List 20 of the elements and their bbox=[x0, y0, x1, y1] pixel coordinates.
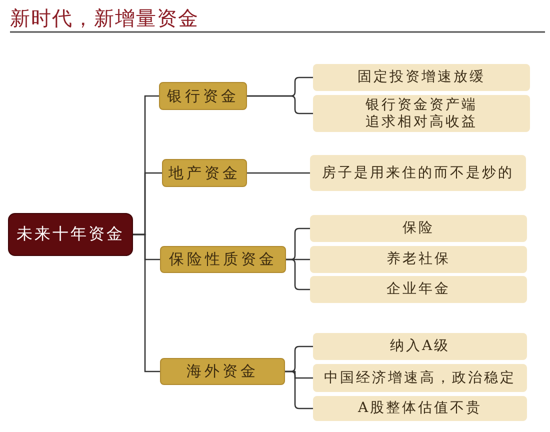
connector-line bbox=[133, 234, 160, 372]
connector-line bbox=[247, 172, 310, 174]
connector-line bbox=[247, 95, 313, 114]
category-box: 保险性质资金 bbox=[160, 246, 286, 273]
category-box: 地产资金 bbox=[162, 159, 247, 187]
item-box: A股整体估值不贵 bbox=[313, 396, 527, 421]
item-box: 中国经济增速高，政治稳定 bbox=[313, 364, 527, 392]
item-box: 企业年金 bbox=[310, 276, 527, 303]
item-box: 固定投资增速放缓 bbox=[313, 64, 530, 91]
item-box: 纳入A级 bbox=[313, 333, 527, 360]
item-box: 养老社保 bbox=[310, 246, 527, 273]
category-box: 海外资金 bbox=[160, 358, 285, 385]
item-box: 保险 bbox=[310, 215, 527, 242]
item-box: 银行资金资产端追求相对高收益 bbox=[313, 95, 530, 132]
title: 新时代，新增量资金 bbox=[10, 5, 199, 31]
category-box: 银行资金 bbox=[159, 82, 247, 110]
connector-line bbox=[286, 258, 310, 290]
item-box: 房子是用来住的而不是炒的 bbox=[310, 155, 526, 191]
connector-line bbox=[285, 370, 313, 410]
root-box: 未来十年资金 bbox=[8, 213, 133, 256]
